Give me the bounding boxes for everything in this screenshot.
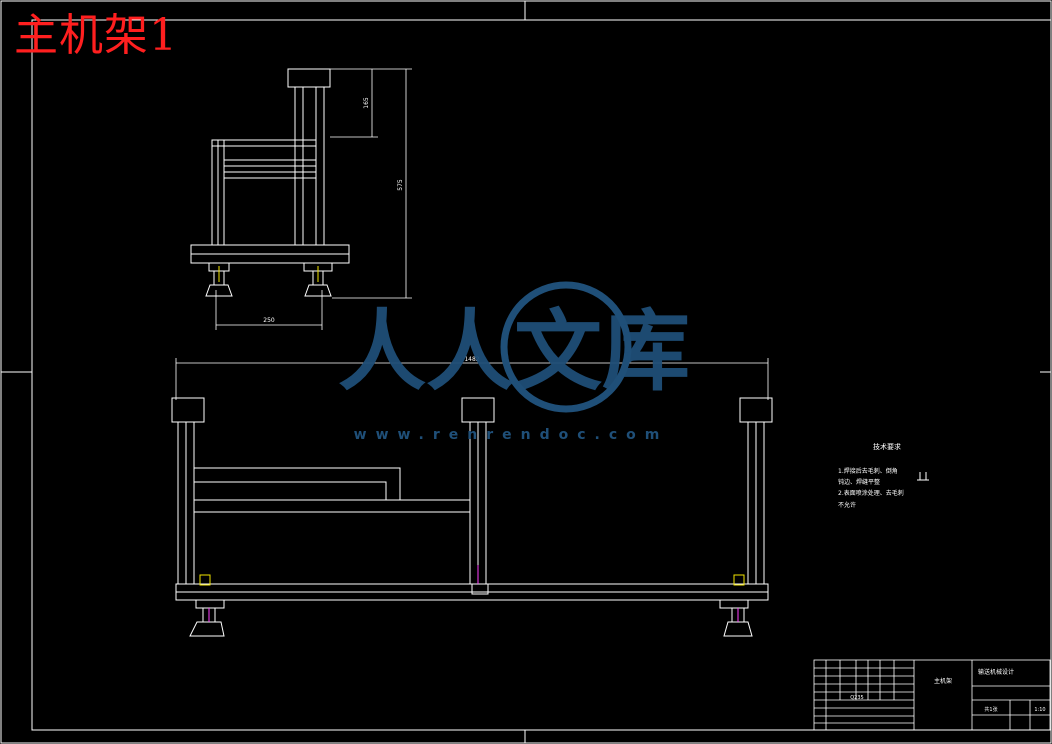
side-view xyxy=(190,68,350,297)
title-block-project: 输送机械设计 xyxy=(978,668,1014,676)
notes-heading: 技术要求 xyxy=(873,442,901,451)
front-dimension xyxy=(175,358,769,400)
side-view-accents xyxy=(218,266,319,282)
front-view-accents xyxy=(199,565,745,622)
dim-total-height: 575 xyxy=(397,179,404,191)
title-block-scale: 1:10 xyxy=(1034,707,1045,713)
title-block-name: 主机架 xyxy=(934,677,952,685)
watermark-circle xyxy=(500,281,632,413)
watermark-url: www.renrendoc.com xyxy=(354,427,669,443)
inner-border xyxy=(31,19,1052,731)
watermark: 人人文库 www.renrendoc.com xyxy=(338,281,690,443)
title-block-grid xyxy=(814,660,914,730)
notes-line-4: 不允许 xyxy=(838,501,856,509)
notes-line-3: 2.表面喷涂处理、去毛刺 xyxy=(838,489,904,497)
notes-line-2: 钝边、焊缝平整 xyxy=(838,478,880,486)
side-dimension-lines xyxy=(215,68,412,330)
title-block xyxy=(813,659,1051,731)
watermark-brand: 人人文库 xyxy=(338,300,690,403)
title-block-material: Q235 xyxy=(850,695,863,701)
dim-foot-spacing: 250 xyxy=(263,317,275,324)
title-block-sheet: 共1张 xyxy=(984,706,997,713)
dim-top-height-small: 165 xyxy=(363,97,370,109)
notes-line-1: 1.焊接后去毛刺、倒角 xyxy=(838,467,898,475)
drawing-title: 主机架1 xyxy=(14,10,178,61)
surface-symbol xyxy=(917,472,929,481)
front-view xyxy=(171,397,773,637)
dim-overall-width: 1482 xyxy=(464,356,479,363)
